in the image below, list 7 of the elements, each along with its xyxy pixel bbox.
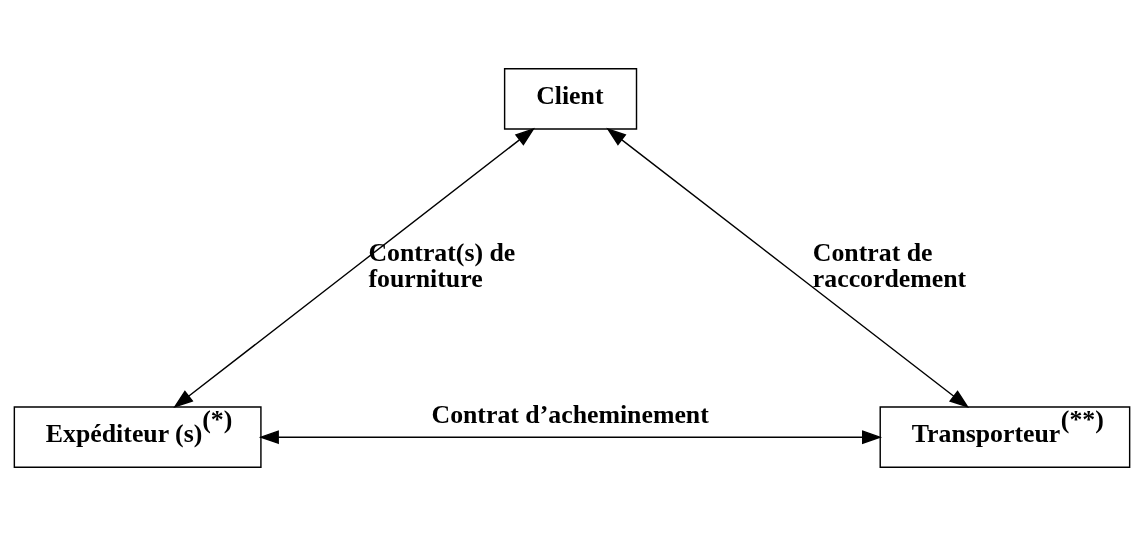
arrow: [606, 127, 970, 409]
arrow: [173, 127, 535, 409]
node-box: Client: [503, 68, 638, 130]
edge-label: Contrat de raccordement: [812, 238, 967, 294]
edge-label: Contrat(s) de fourniture: [368, 238, 516, 294]
arrow: [258, 430, 883, 445]
edge-label: Contrat d’acheminement: [431, 400, 709, 430]
